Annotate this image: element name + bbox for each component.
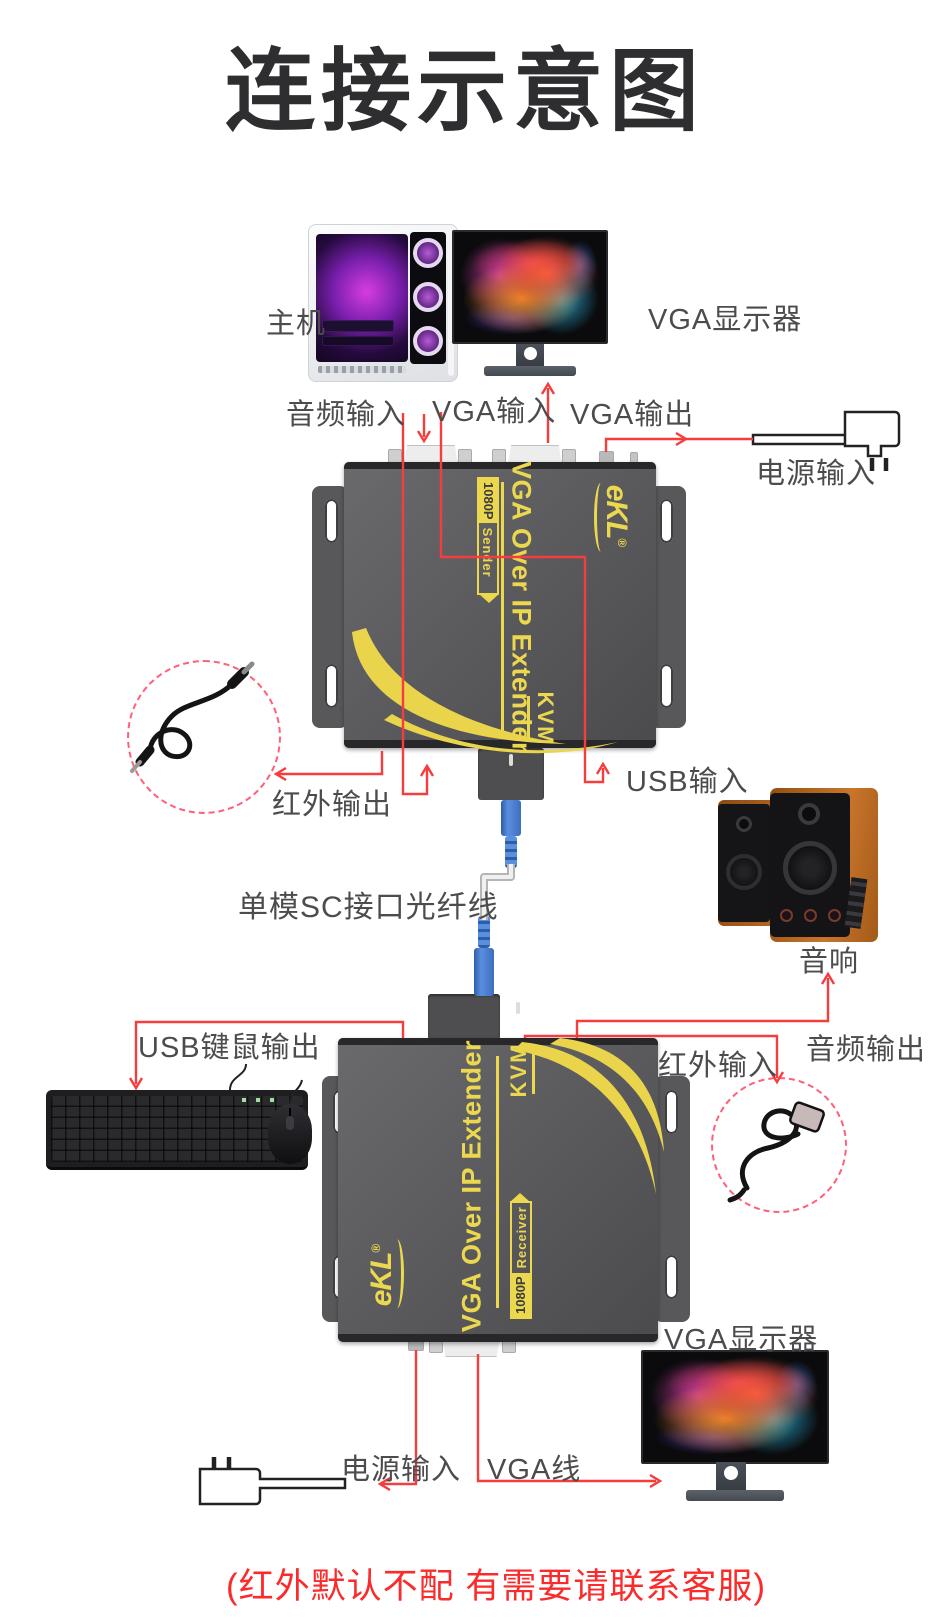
host-pc-image — [308, 224, 458, 382]
receiver-kvm-label: KVM — [506, 1042, 531, 1098]
keyboard-cable — [229, 1063, 247, 1091]
sender-role-badge: Sender — [480, 527, 496, 578]
receiver-brand-logo: eKL® — [365, 1239, 404, 1309]
sc-connector-top-boot — [505, 836, 517, 868]
ir-input-label: 红外输入 — [658, 1050, 779, 1082]
sender-ear-slot — [660, 499, 673, 543]
power-adapter-bottom-icon — [198, 1457, 347, 1506]
power-input-bottom-label: 电源输入 — [341, 1454, 462, 1486]
host-label: 主机 — [266, 308, 327, 340]
sender-ear-slot — [660, 664, 673, 708]
mouse-image — [268, 1104, 312, 1164]
receiver-resolution-badge: 1080P — [512, 1273, 530, 1317]
monitor-bottom-label: VGA显示器 — [664, 1324, 819, 1356]
sc-connector-top — [501, 800, 521, 836]
monitor-bottom-image — [641, 1350, 829, 1502]
power-input-top-label: 电源输入 — [756, 458, 877, 490]
receiver-ear-slot — [665, 1255, 678, 1299]
vga-output-label: VGA输出 — [570, 399, 695, 431]
audio-output-line — [575, 978, 830, 1038]
footer-note: (红外默认不配 有需要请联系客服) — [226, 1567, 767, 1606]
usb-input-label: USB输入 — [626, 766, 749, 798]
vga-input-label: VGA输入 — [432, 396, 557, 428]
receiver-kvm-rule — [532, 1048, 535, 1094]
sender-fiber-pin — [509, 754, 513, 766]
ir-output-circle — [127, 660, 281, 814]
page-title: 连接示意图 — [225, 43, 705, 142]
keyboard-image — [46, 1090, 308, 1170]
sender-kvm-rule — [527, 696, 530, 742]
ir-output-label: 红外输出 — [272, 789, 393, 821]
power-input-top-line — [604, 437, 753, 452]
monitor-top-label: VGA显示器 — [648, 304, 803, 336]
speaker-label: 音响 — [799, 946, 860, 978]
sender-brand-logo: eKL® — [594, 482, 633, 552]
receiver-ear-slot — [665, 1090, 678, 1134]
audio-input-label: 音频输入 — [286, 399, 407, 431]
sender-resolution-badge: 1080P — [479, 479, 497, 523]
fiber-cable-label: 单模SC接口光纤线 — [238, 891, 499, 924]
receiver-resolution-ribbon: 1080P Receiver — [510, 1201, 532, 1319]
ir-output-line — [276, 751, 384, 776]
sender-kvm-label: KVM — [533, 691, 558, 747]
sc-connector-bottom — [474, 948, 494, 996]
receiver-fiber-pin — [516, 1002, 520, 1014]
sender-ear-slot — [325, 499, 338, 543]
usb-kb-mouse-output-label: USB键鼠输出 — [138, 1032, 321, 1064]
receiver-rule-line — [496, 1056, 499, 1308]
vga-cable-label: VGA线 — [487, 1454, 582, 1486]
speakers-image — [713, 786, 885, 944]
sender-ear-slot — [325, 664, 338, 708]
audio-output-label: 音频输出 — [806, 1034, 927, 1066]
sender-rule-line — [501, 482, 504, 734]
monitor-top-image — [452, 230, 608, 376]
receiver-model-label: VGA Over IP Extender — [456, 1039, 487, 1333]
sender-resolution-ribbon: 1080P Sender — [477, 477, 499, 595]
ir-input-circle — [711, 1077, 847, 1213]
receiver-role-badge: Receiver — [513, 1206, 529, 1269]
receiver-fiber-block — [428, 994, 500, 1040]
brand-swoosh — [594, 482, 605, 552]
sc-connector-bottom-boot — [478, 916, 490, 948]
